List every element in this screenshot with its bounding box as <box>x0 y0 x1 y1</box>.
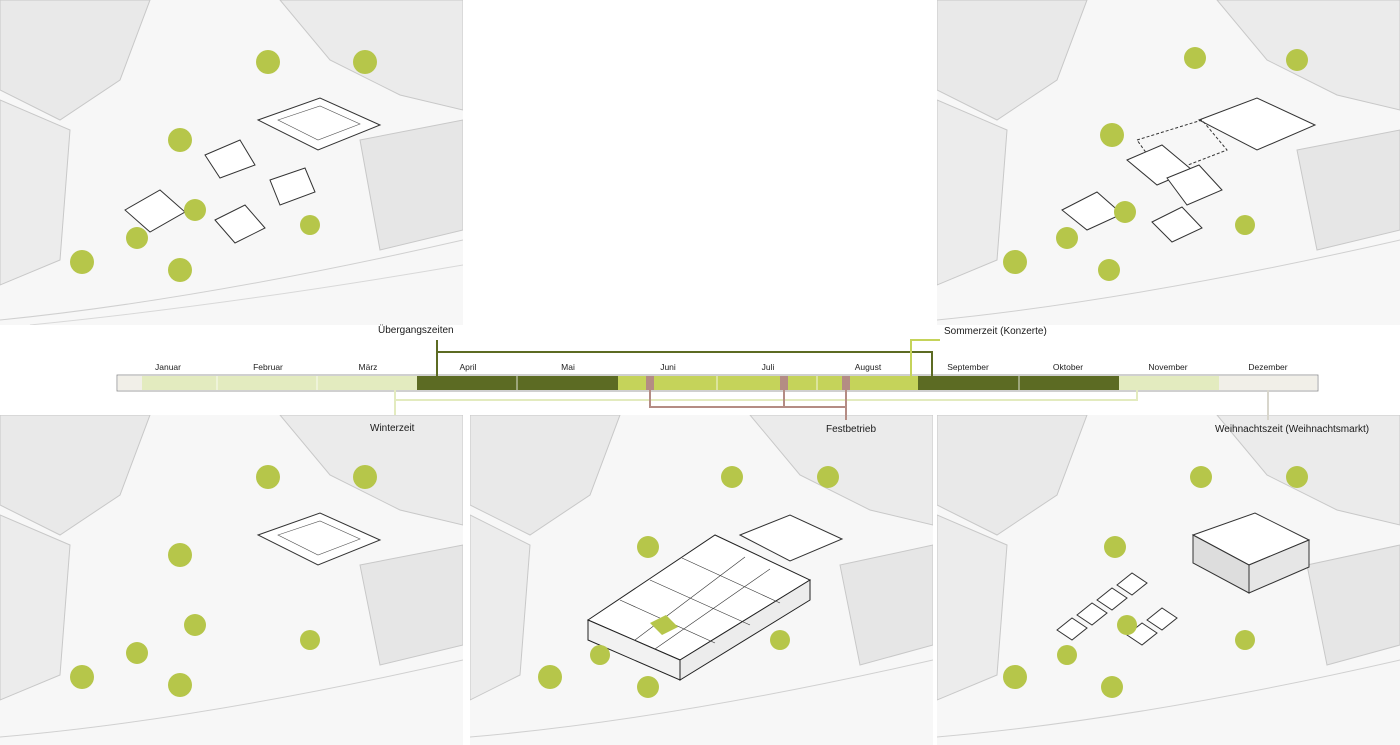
isometric-plaza-summer <box>937 0 1400 325</box>
festival-marker-1 <box>646 376 654 390</box>
label-transition: Übergangszeiten <box>378 325 454 336</box>
festival-marker-2 <box>780 376 788 390</box>
label-festival: Festbetrieb <box>826 424 877 435</box>
isometric-plaza-festival <box>470 415 933 745</box>
month-label: Dezember <box>1248 362 1288 372</box>
scene-festival <box>470 415 933 745</box>
label-summer: Sommerzeit (Konzerte) <box>944 326 1047 337</box>
festival-marker-3 <box>842 376 850 390</box>
month-label: Juli <box>761 362 775 372</box>
segment-winter-nov <box>1119 376 1219 390</box>
month-label: Juni <box>660 362 676 372</box>
segment-summer <box>618 376 918 390</box>
scene-transition-period <box>0 0 463 325</box>
month-label: Februar <box>253 362 283 372</box>
month-label: Oktober <box>1052 362 1084 372</box>
month-label: April <box>459 362 477 372</box>
segment-winter <box>142 376 417 390</box>
isometric-plaza-christmas <box>937 415 1400 745</box>
segment-transition-spring <box>417 376 618 390</box>
scene-christmas-market <box>937 415 1400 745</box>
segment-christmas-dec <box>1219 376 1317 390</box>
month-label: September <box>947 362 989 372</box>
isometric-plaza-winter <box>0 415 463 745</box>
month-label: Januar <box>155 362 181 372</box>
segment-christmas-jan <box>118 376 142 390</box>
isometric-plaza-transition <box>0 0 463 325</box>
month-label: März <box>358 362 378 372</box>
segment-transition-autumn <box>918 376 1119 390</box>
scene-winter <box>0 415 463 745</box>
scene-summer-concerts <box>937 0 1400 325</box>
month-dividers <box>216 376 1020 390</box>
label-christmas: Weihnachtszeit (Weihnachtsmarkt) <box>1215 424 1370 435</box>
month-label: August <box>854 362 882 372</box>
winter-connector <box>394 390 1138 415</box>
label-winter: Winterzeit <box>370 423 415 434</box>
month-label: Mai <box>561 362 575 372</box>
month-label: November <box>1148 362 1188 372</box>
timeline-frame <box>116 374 1319 392</box>
